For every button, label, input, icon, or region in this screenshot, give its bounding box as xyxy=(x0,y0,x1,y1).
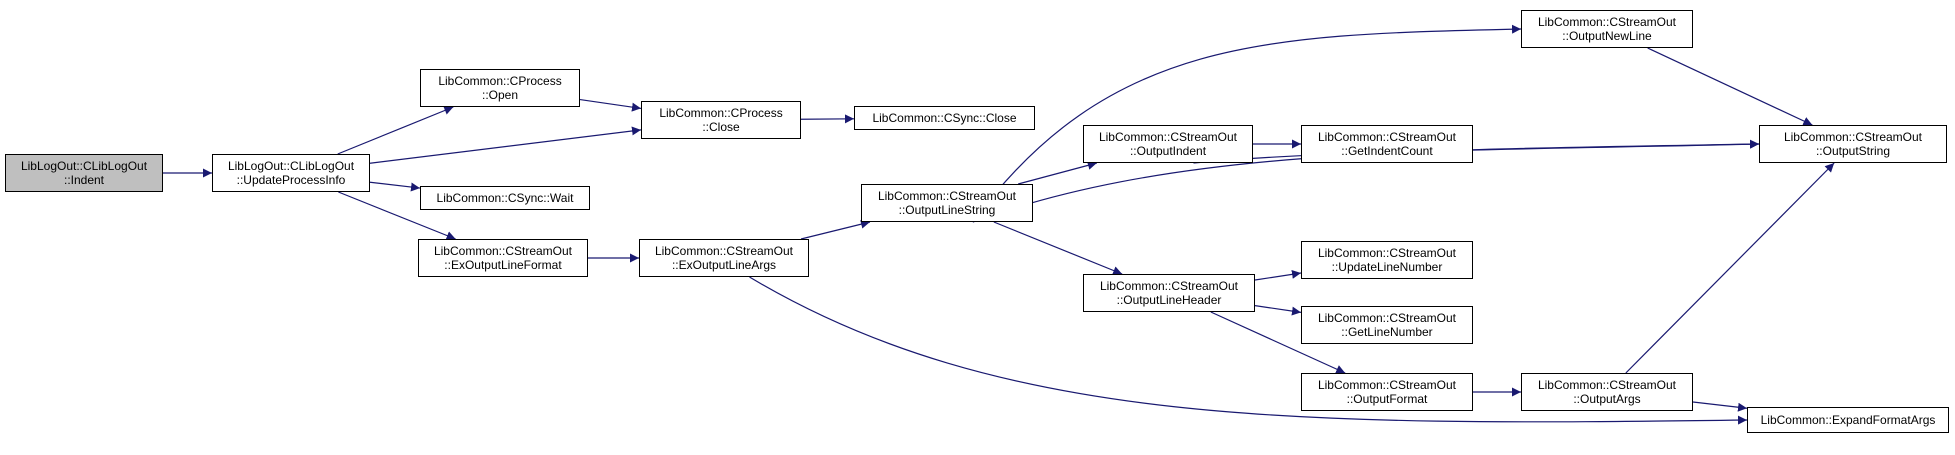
node-process-close-line2: ::Close xyxy=(702,120,740,134)
node-output-line-string-line1: LibCommon::CStreamOut xyxy=(877,189,1017,203)
node-output-line-string-line2: ::OutputLineString xyxy=(898,203,996,217)
node-output-string-line2: ::OutputString xyxy=(1815,144,1891,158)
node-get-line-number[interactable]: LibCommon::CStreamOut ::GetLineNumber xyxy=(1301,306,1473,344)
edge-output_line_string-to-output_line_header xyxy=(993,221,1123,275)
node-process-open-line2: ::Open xyxy=(481,88,519,102)
node-sync-close[interactable]: LibCommon::CSync::Close xyxy=(854,106,1035,130)
node-sync-wait[interactable]: LibCommon::CSync::Wait xyxy=(420,186,590,210)
node-indent: LibLogOut::CLibLogOut ::Indent xyxy=(5,154,163,192)
edge-ex_output_line_args-to-expand_format_args xyxy=(749,276,1748,425)
node-ex-output-line-args-line1: LibCommon::CStreamOut xyxy=(654,244,794,258)
node-output-line-header-line2: ::OutputLineHeader xyxy=(1116,293,1222,307)
node-output-format-line2: ::OutputFormat xyxy=(1346,392,1428,406)
node-get-line-number-line1: LibCommon::CStreamOut xyxy=(1317,311,1457,325)
node-process-open[interactable]: LibCommon::CProcess ::Open xyxy=(420,69,580,107)
node-output-indent-line1: LibCommon::CStreamOut xyxy=(1098,130,1238,144)
node-get-indent-count-line1: LibCommon::CStreamOut xyxy=(1317,130,1457,144)
node-ex-output-line-args-line2: ::ExOutputLineArgs xyxy=(671,258,777,272)
node-update-process-info[interactable]: LibLogOut::CLibLogOut ::UpdateProcessInf… xyxy=(212,154,370,192)
node-indent-line1: LibLogOut::CLibLogOut xyxy=(20,159,148,173)
edge-output_line_string-to-output_new_line xyxy=(972,24,1522,223)
node-get-indent-count[interactable]: LibCommon::CStreamOut ::GetIndentCount xyxy=(1301,125,1473,163)
node-update-line-number[interactable]: LibCommon::CStreamOut ::UpdateLineNumber xyxy=(1301,241,1473,279)
node-update-process-info-line1: LibLogOut::CLibLogOut xyxy=(227,159,355,173)
node-process-close-line1: LibCommon::CProcess xyxy=(659,106,783,120)
node-expand-format-args[interactable]: LibCommon::ExpandFormatArgs xyxy=(1747,407,1949,433)
node-sync-wait-line1: LibCommon::CSync::Wait xyxy=(436,191,574,205)
node-update-line-number-line2: ::UpdateLineNumber xyxy=(1331,260,1443,274)
node-sync-close-line1: LibCommon::CSync::Close xyxy=(872,111,1017,125)
edge-process_open-to-process_close xyxy=(579,98,642,112)
node-output-indent-line2: ::OutputIndent xyxy=(1129,144,1207,158)
node-ex-output-line-format-line2: ::ExOutputLineFormat xyxy=(444,258,562,272)
node-output-string[interactable]: LibCommon::CStreamOut ::OutputString xyxy=(1759,125,1947,163)
node-ex-output-line-format[interactable]: LibCommon::CStreamOut ::ExOutputLineForm… xyxy=(418,239,588,277)
node-ex-output-line-args[interactable]: LibCommon::CStreamOut ::ExOutputLineArgs xyxy=(639,239,809,277)
node-indent-line2: ::Indent xyxy=(63,173,105,187)
node-process-close[interactable]: LibCommon::CProcess ::Close xyxy=(641,101,801,139)
node-update-process-info-line2: ::UpdateProcessInfo xyxy=(236,173,346,187)
node-output-line-string[interactable]: LibCommon::CStreamOut ::OutputLineString xyxy=(861,184,1033,222)
node-get-line-number-line2: ::GetLineNumber xyxy=(1341,325,1433,339)
node-output-string-line1: LibCommon::CStreamOut xyxy=(1783,130,1923,144)
edge-output_args-to-output_string xyxy=(1625,162,1835,374)
edge-output_new_line-to-output_string xyxy=(1647,47,1813,126)
edge-update_process_info-to-process_close xyxy=(369,126,642,164)
node-output-args-line2: ::OutputArgs xyxy=(1573,392,1641,406)
edge-update_process_info-to-sync_wait xyxy=(369,181,421,192)
edge-output_args-to-expand_format_args xyxy=(1692,401,1748,412)
node-output-line-header[interactable]: LibCommon::CStreamOut ::OutputLineHeader xyxy=(1083,274,1255,312)
edge-output_line_header-to-update_line_number xyxy=(1254,269,1302,281)
node-output-format-line1: LibCommon::CStreamOut xyxy=(1317,378,1457,392)
node-output-args-line1: LibCommon::CStreamOut xyxy=(1537,378,1677,392)
node-output-new-line-line2: ::OutputNewLine xyxy=(1562,29,1652,43)
node-output-args[interactable]: LibCommon::CStreamOut ::OutputArgs xyxy=(1521,373,1693,411)
node-expand-format-args-line1: LibCommon::ExpandFormatArgs xyxy=(1760,413,1936,427)
node-output-new-line[interactable]: LibCommon::CStreamOut ::OutputNewLine xyxy=(1521,10,1693,48)
edge-output_line_header-to-output_format xyxy=(1210,311,1346,374)
edge-update_process_info-to-process_open xyxy=(337,106,454,155)
edge-ex_output_line_args-to-output_line_string xyxy=(800,219,871,240)
node-process-open-line1: LibCommon::CProcess xyxy=(438,74,562,88)
edge-output_line_string-to-output_indent xyxy=(1018,160,1097,185)
node-output-line-header-line1: LibCommon::CStreamOut xyxy=(1099,279,1239,293)
node-output-indent[interactable]: LibCommon::CStreamOut ::OutputIndent xyxy=(1083,125,1253,163)
edge-update_process_info-to-ex_output_line_format xyxy=(338,191,456,240)
node-update-line-number-line1: LibCommon::CStreamOut xyxy=(1317,246,1457,260)
node-get-indent-count-line2: ::GetIndentCount xyxy=(1341,144,1433,158)
node-output-format[interactable]: LibCommon::CStreamOut ::OutputFormat xyxy=(1301,373,1473,411)
node-ex-output-line-format-line1: LibCommon::CStreamOut xyxy=(433,244,573,258)
edge-output_line_header-to-get_line_number xyxy=(1254,305,1302,316)
node-output-new-line-line1: LibCommon::CStreamOut xyxy=(1537,15,1677,29)
